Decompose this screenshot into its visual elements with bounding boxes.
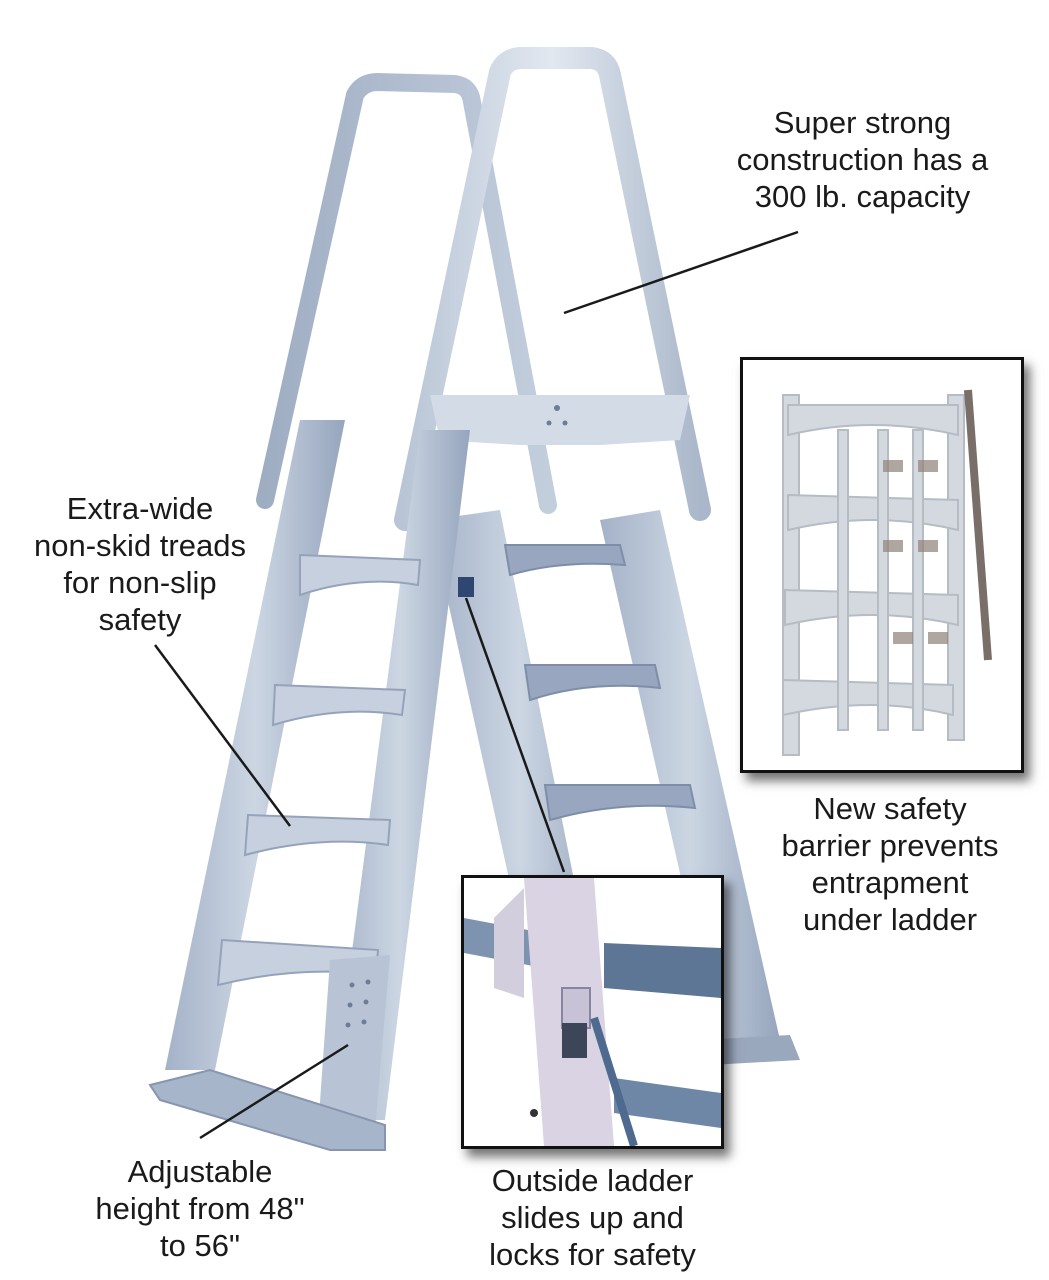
callout-height: Adjustable height from 48" to 56" xyxy=(95,1154,305,1263)
callout-lock: Outside ladder slides up and locks for s… xyxy=(489,1163,696,1272)
callout-capacity: Super strong construction has a 300 lb. … xyxy=(736,105,989,214)
ladder-base-foot xyxy=(148,1068,386,1151)
safety-barrier-inset xyxy=(740,357,1024,773)
callout-barrier: New safety barrier prevents entrapment u… xyxy=(781,791,999,937)
ladder-lock-illustration xyxy=(464,878,721,1146)
platform-hub xyxy=(430,395,690,445)
lock-clip xyxy=(458,577,474,597)
inside-ladder xyxy=(148,420,470,1151)
leader-lines xyxy=(153,230,799,1140)
callout-treads: Extra-wide non-skid treads for non-slip … xyxy=(34,491,246,637)
lock-inset xyxy=(461,875,724,1149)
safety-barrier-illustration xyxy=(743,360,1021,770)
